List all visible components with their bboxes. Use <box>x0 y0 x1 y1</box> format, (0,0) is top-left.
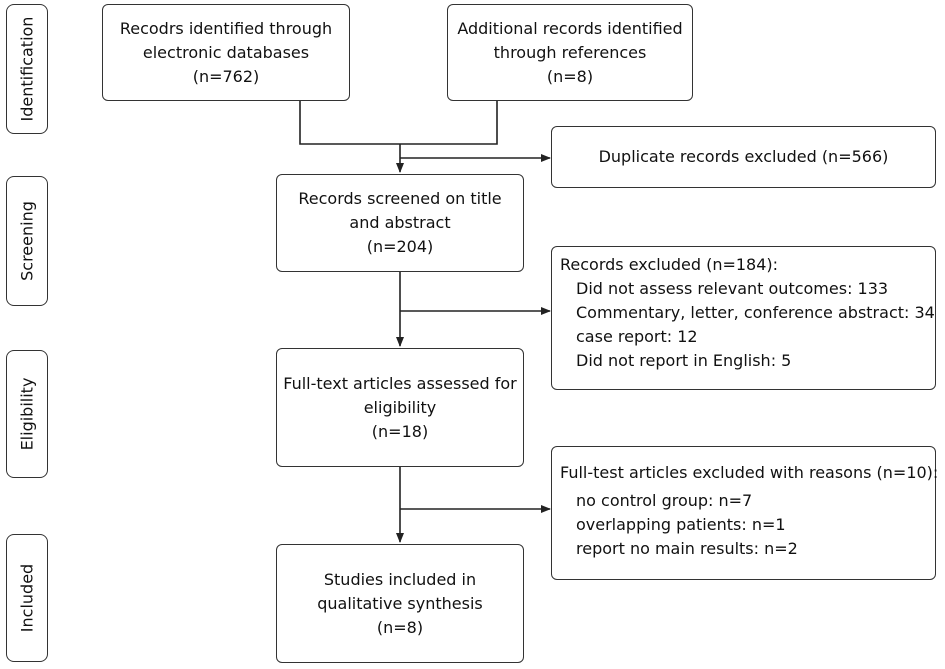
connector-databases <box>299 101 400 145</box>
box-fulltext-excluded: Full-test articles excluded with reasons… <box>551 446 939 580</box>
box-references: Additional records identified through re… <box>447 4 693 101</box>
box-fulltext-assessed: Full-text articles assessed for eligibil… <box>276 348 524 467</box>
included-line-1: Studies included in <box>323 569 477 589</box>
records-excluded-item: Did not report in English: 5 <box>576 351 792 370</box>
fulltext-excluded-item: no control group: n=7 <box>576 491 753 510</box>
screened-line-2: and abstract <box>349 213 451 232</box>
included-line-2: qualitative synthesis <box>317 593 483 613</box>
references-line-2: through references <box>493 42 647 62</box>
databases-line-2: electronic databases <box>142 42 310 62</box>
fulltext-excluded-item: report no main results: n=2 <box>576 539 798 558</box>
references-line-3: (n=8) <box>546 66 594 86</box>
box-screened: Records screened on title and abstract (… <box>276 174 524 272</box>
stage-screening: Screening <box>6 176 48 306</box>
references-line-1: Additional records identified <box>457 18 683 38</box>
box-duplicates-excluded: Duplicate records excluded (n=566) <box>551 126 936 188</box>
screened-line-1: Records screened on title <box>298 189 502 208</box>
fulltext-line-1: Full-text articles assessed for <box>283 373 517 393</box>
stage-eligibility-label: Eligibility <box>17 377 37 451</box>
duplicates-text: Duplicate records excluded (n=566) <box>598 147 889 166</box>
databases-line-1: Recodrs identified through <box>119 18 333 38</box>
fulltext-excluded-title: Full-test articles excluded with reasons… <box>560 463 939 482</box>
stage-eligibility: Eligibility <box>6 350 48 478</box>
stage-identification: Identification <box>6 4 48 134</box>
box-databases: Recodrs identified through electronic da… <box>102 4 350 101</box>
stage-included: Included <box>6 534 48 662</box>
records-excluded-item: case report: 12 <box>576 327 698 346</box>
connector-references <box>400 101 498 145</box>
fulltext-line-2: eligibility <box>363 397 437 417</box>
stage-included-label: Included <box>17 563 37 633</box>
fulltext-line-3: (n=18) <box>371 421 429 441</box>
records-excluded-title: Records excluded (n=184): <box>560 255 779 274</box>
records-excluded-item: Did not assess relevant outcomes: 133 <box>576 279 889 298</box>
stage-screening-label: Screening <box>17 201 37 281</box>
stage-identification-label: Identification <box>17 16 37 122</box>
records-excluded-item: Commentary, letter, conference abstract:… <box>576 303 935 322</box>
box-studies-included: Studies included in qualitative synthesi… <box>276 544 524 663</box>
databases-line-3: (n=762) <box>192 66 260 86</box>
fulltext-excluded-item: overlapping patients: n=1 <box>576 515 786 534</box>
screened-line-3: (n=204) <box>366 237 434 256</box>
included-line-3: (n=8) <box>376 617 424 637</box>
box-records-excluded: Records excluded (n=184): Did not assess… <box>551 246 936 390</box>
